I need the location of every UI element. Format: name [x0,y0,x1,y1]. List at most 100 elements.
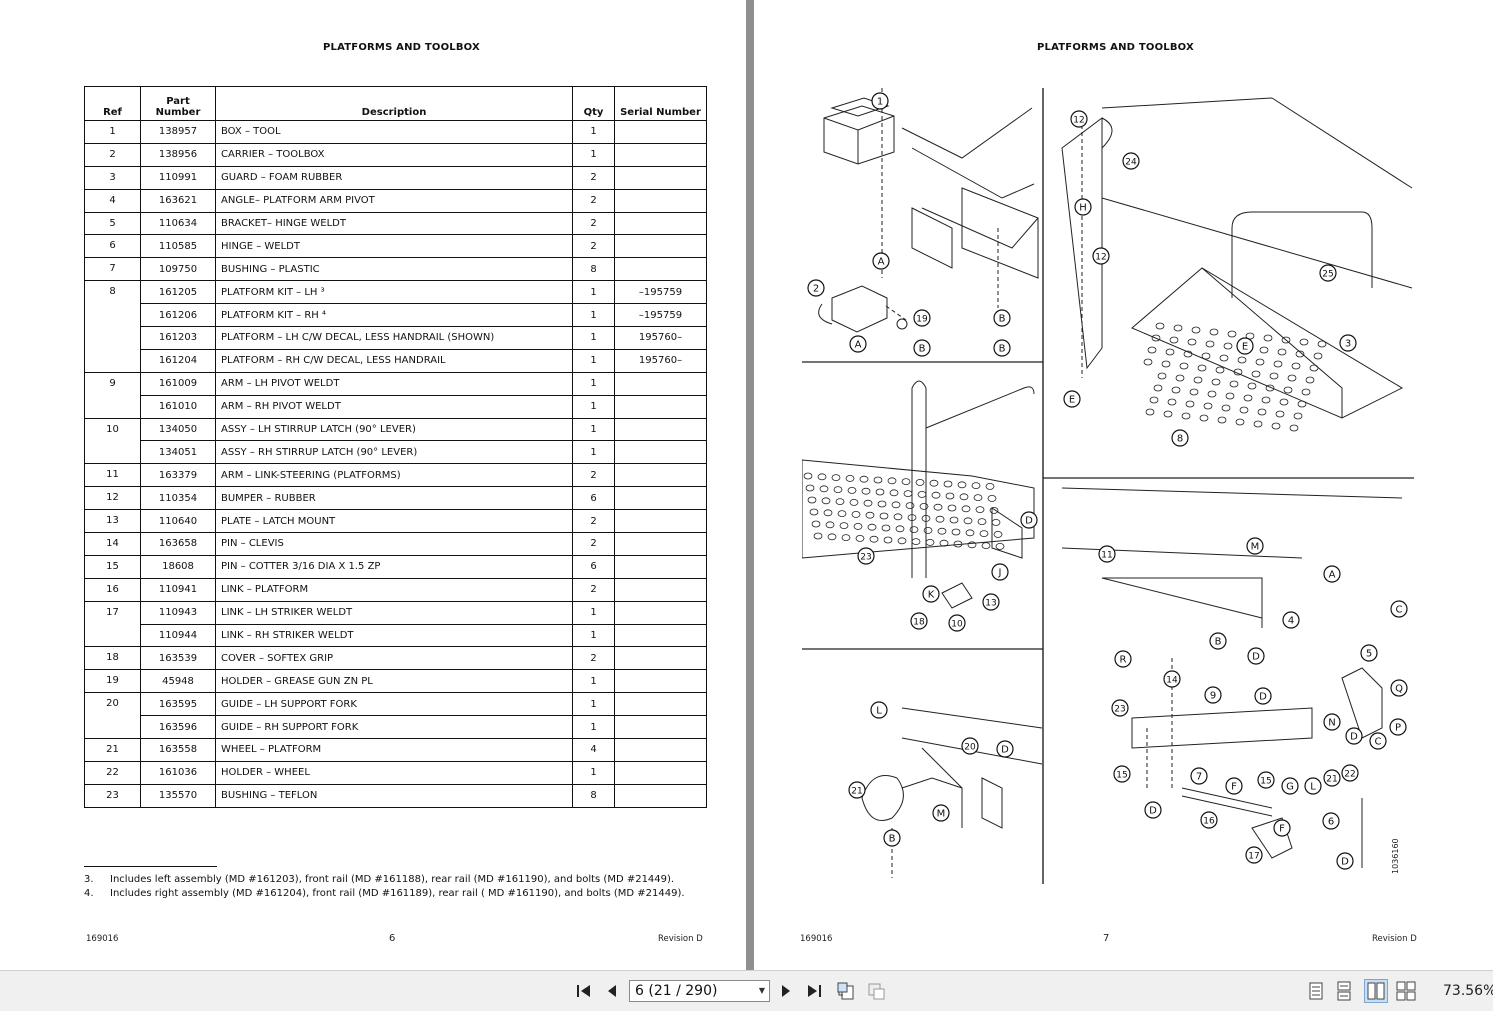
cell-description: ASSY – LH STIRRUP LATCH (90° LEVER) [215,417,573,442]
cell-serial-number [614,257,707,282]
cell-part-number: 161204 [140,348,216,373]
callout-circle [1144,801,1162,819]
cell-qty: 1 [572,715,615,740]
cell-part-number: 161009 [140,371,216,396]
cell-description: PLATFORM KIT – LH ³ [215,280,573,305]
cell-ref: 5 [84,211,141,236]
callout-label: F [1231,782,1237,793]
cell-part-number: 163658 [140,532,216,556]
cell-serial-number [614,669,707,694]
cell-ref: 22 [84,760,141,785]
callout-label: 17 [1248,852,1259,862]
first-page-icon[interactable] [574,981,594,1001]
cell-description: ASSY – RH STIRRUP LATCH (90° LEVER) [215,440,573,465]
callout-label: 21 [851,787,862,797]
cell-ref: 18 [84,646,141,671]
cell-ref: 1 [84,120,141,144]
callout-circle [1098,545,1116,563]
cell-serial-number [614,188,707,213]
footer-revision: Revision D [1372,934,1417,944]
callout-label: 4 [1288,616,1294,627]
callout-label: B [919,344,926,355]
callout-circle [1323,565,1341,583]
callout-circle [1304,777,1322,795]
callout-label: 24 [1125,158,1137,168]
page-tool-icon-1[interactable] [836,981,856,1001]
cell-qty: 2 [572,509,615,534]
page-select-value: 6 (21 / 290) [635,983,718,999]
callout-label: 23 [860,553,871,563]
callout-circle [913,309,931,327]
page-gutter [746,0,754,970]
cell-ref: 20 [84,692,141,740]
callout-label: 3 [1345,339,1351,350]
cell-qty: 1 [572,326,615,350]
callout-label: D [1341,857,1349,868]
callout-label: 22 [1344,770,1355,780]
callout-circle [910,612,928,630]
cell-part-number: 110634 [140,211,216,236]
callout-circle [1282,611,1300,629]
callout-circle [1092,247,1110,265]
callout-circle [1322,812,1340,830]
two-page-continuous-view-icon[interactable] [1396,981,1416,1001]
continuous-view-icon[interactable] [1334,981,1354,1001]
last-page-icon[interactable] [804,981,824,1001]
page-tool-icon-2[interactable] [866,981,886,1001]
cell-description: ANGLE– PLATFORM ARM PIVOT [215,188,573,213]
cell-serial-number [614,577,707,602]
cell-serial-number [614,371,707,396]
next-page-icon[interactable] [776,981,796,1001]
platform-latch-panel [802,380,1035,609]
cell-serial-number [614,142,707,167]
toolbox-panel [818,88,1039,333]
callout-circle [922,585,940,603]
callout-circle [1063,390,1081,408]
callout-label: 7 [1196,772,1202,783]
cell-ref: 23 [84,783,141,808]
cell-qty: 1 [572,303,615,328]
cell-part-number: 110585 [140,234,216,259]
cell-serial-number [614,394,707,419]
callout-label: H [1079,203,1087,214]
cell-serial-number [614,440,707,465]
callout-label: C [1396,605,1403,616]
zoom-level[interactable]: 73.56% [1443,983,1493,999]
cell-qty: 1 [572,692,615,717]
cell-part-number: 110991 [140,165,216,190]
cell-serial-number [614,486,707,511]
cell-qty: 1 [572,440,615,465]
callout-label: 15 [1116,771,1127,781]
two-page-view-icon[interactable] [1364,979,1388,1003]
prev-page-icon[interactable] [602,981,622,1001]
cell-serial-number: 195760– [614,326,707,350]
callout-label: N [1328,718,1335,729]
callout-label: E [1242,342,1248,353]
callout-label: B [1215,637,1222,648]
single-page-view-icon[interactable] [1306,981,1326,1001]
callout-circle [948,614,966,632]
cell-serial-number [614,165,707,190]
callout-label: M [1251,542,1260,553]
callout-circle [982,593,1000,611]
callout-label: F [1279,824,1285,835]
header-description: Description [215,86,573,121]
callout-label: P [1395,723,1401,734]
cell-description: PIN – CLEVIS [215,532,573,556]
cell-serial-number [614,463,707,488]
page-select[interactable]: 6 (21 / 290) ▼ [629,980,770,1002]
cell-ref: 12 [84,486,141,511]
callout-circle [913,339,931,357]
callout-circle [1390,679,1408,697]
callout-label: C [1375,737,1382,748]
cell-qty: 2 [572,577,615,602]
cell-description: HOLDER – GREASE GUN ZN PL [215,669,573,694]
